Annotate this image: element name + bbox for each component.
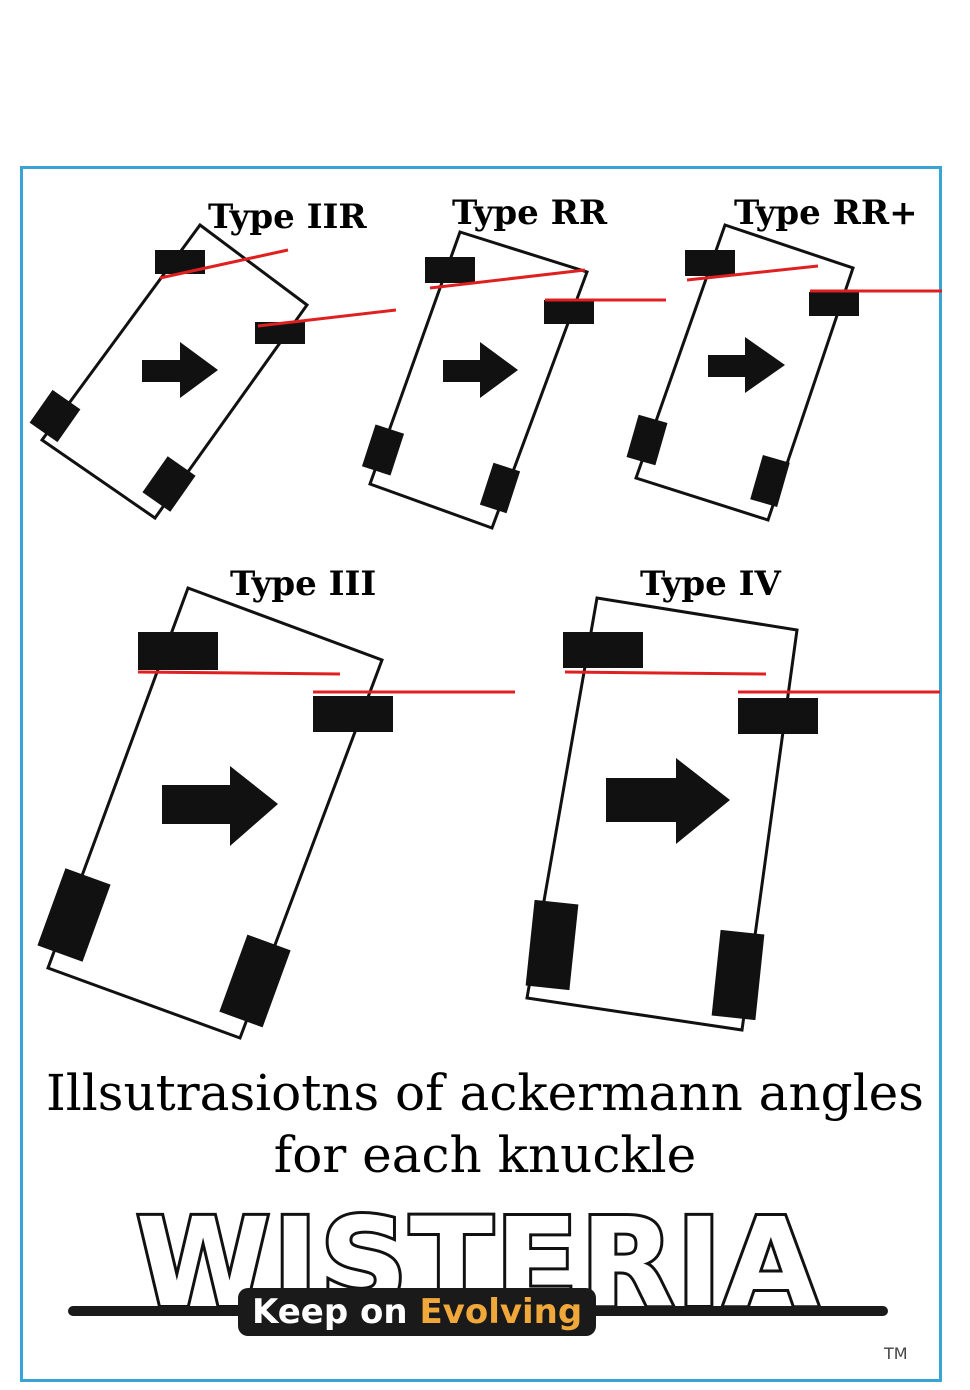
wheel-icon bbox=[37, 868, 111, 962]
wheel-icon bbox=[544, 300, 594, 324]
wheel-icon bbox=[563, 632, 643, 668]
trademark-mark: TM bbox=[884, 1344, 908, 1363]
right-arrow-icon bbox=[142, 342, 218, 398]
wheel-icon bbox=[425, 257, 475, 283]
wheel-icon bbox=[219, 934, 291, 1028]
wheel-icon bbox=[711, 929, 765, 1021]
logo-tagline: Keep on Evolving bbox=[238, 1288, 597, 1336]
caption-line-1: Illsutrasiotns of ackermann angles bbox=[46, 1064, 924, 1122]
vehicle-type-rrplus: Type RR+ bbox=[626, 193, 942, 522]
wheel-icon bbox=[626, 414, 668, 466]
wheel-icon bbox=[142, 456, 196, 512]
vehicle-type-iv: Type IV bbox=[525, 564, 940, 1032]
right-arrow-icon bbox=[606, 758, 730, 844]
type-label: Type RR+ bbox=[734, 193, 918, 233]
ackermann-line-front bbox=[137, 670, 341, 676]
wheel-icon bbox=[809, 292, 859, 316]
tagline-part-1: Keep on bbox=[252, 1292, 420, 1332]
wheel-icon bbox=[29, 389, 81, 443]
wheel-icon bbox=[255, 322, 305, 344]
type-label: Type IV bbox=[640, 564, 781, 604]
ackermann-line-front bbox=[564, 670, 767, 676]
type-label: Type IIR bbox=[208, 197, 367, 237]
wheel-icon bbox=[525, 899, 579, 991]
wheel-icon bbox=[138, 632, 218, 670]
ackermann-line-rear bbox=[257, 308, 397, 328]
caption-line-2: for each knuckle bbox=[273, 1126, 697, 1184]
wisteria-logo: WISTERIA Keep on Evolving bbox=[58, 1195, 898, 1358]
vehicle-type-iii: Type III bbox=[37, 564, 515, 1040]
wheel-icon bbox=[479, 462, 521, 514]
ackermann-line-front bbox=[686, 264, 819, 282]
wheel-icon bbox=[361, 424, 405, 476]
ackermann-line-front bbox=[159, 248, 289, 280]
right-arrow-icon bbox=[708, 337, 785, 393]
diagram-caption: Illsutrasiotns of ackermann angles for e… bbox=[0, 1062, 970, 1186]
wheel-icon bbox=[738, 698, 818, 734]
wheel-icon bbox=[750, 455, 790, 507]
vehicle-type-iir: Type IIR bbox=[29, 197, 397, 521]
type-label: Type RR bbox=[452, 193, 608, 233]
ackermann-line-front bbox=[429, 268, 586, 290]
right-arrow-icon bbox=[443, 342, 518, 398]
wheel-icon bbox=[313, 696, 393, 732]
type-label: Type III bbox=[230, 564, 376, 604]
tagline-part-2: Evolving bbox=[419, 1292, 583, 1332]
wheel-icon bbox=[685, 250, 735, 276]
diagram-frame bbox=[20, 166, 942, 1382]
right-arrow-icon bbox=[162, 766, 278, 846]
vehicle-type-rr: Type RR bbox=[361, 193, 666, 530]
